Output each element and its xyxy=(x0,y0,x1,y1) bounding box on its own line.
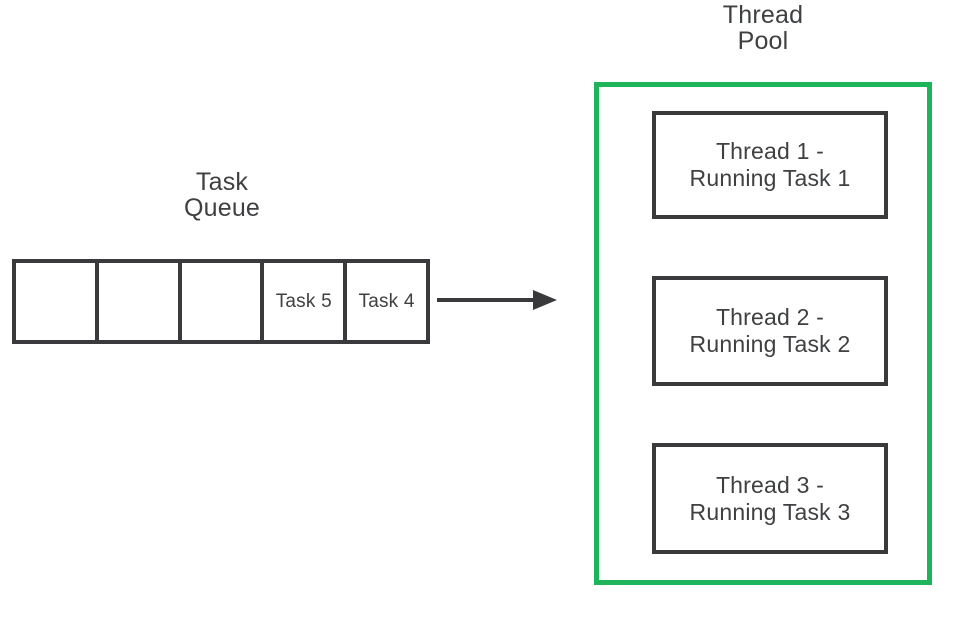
task-queue-title: Task Queue xyxy=(183,168,261,222)
thread-box-3[interactable]: Thread 3 - Running Task 3 xyxy=(652,443,888,554)
thread-box-1[interactable]: Thread 1 - Running Task 1 xyxy=(652,111,888,219)
queue-cell-3[interactable] xyxy=(181,263,265,340)
queue-cell-5[interactable]: Task 4 xyxy=(347,263,426,340)
queue-cell-2[interactable] xyxy=(98,263,182,340)
thread-box-2[interactable]: Thread 2 - Running Task 2 xyxy=(652,276,888,386)
queue-to-pool-arrow-icon xyxy=(437,290,557,310)
queue-cell-4[interactable]: Task 5 xyxy=(264,263,348,340)
task-queue: Task 5 Task 4 xyxy=(12,259,430,344)
thread-pool-container: Thread 1 - Running Task 1 Thread 2 - Run… xyxy=(594,82,932,585)
queue-cell-1[interactable] xyxy=(16,263,99,340)
thread-pool-title: Thread Pool xyxy=(722,1,804,55)
